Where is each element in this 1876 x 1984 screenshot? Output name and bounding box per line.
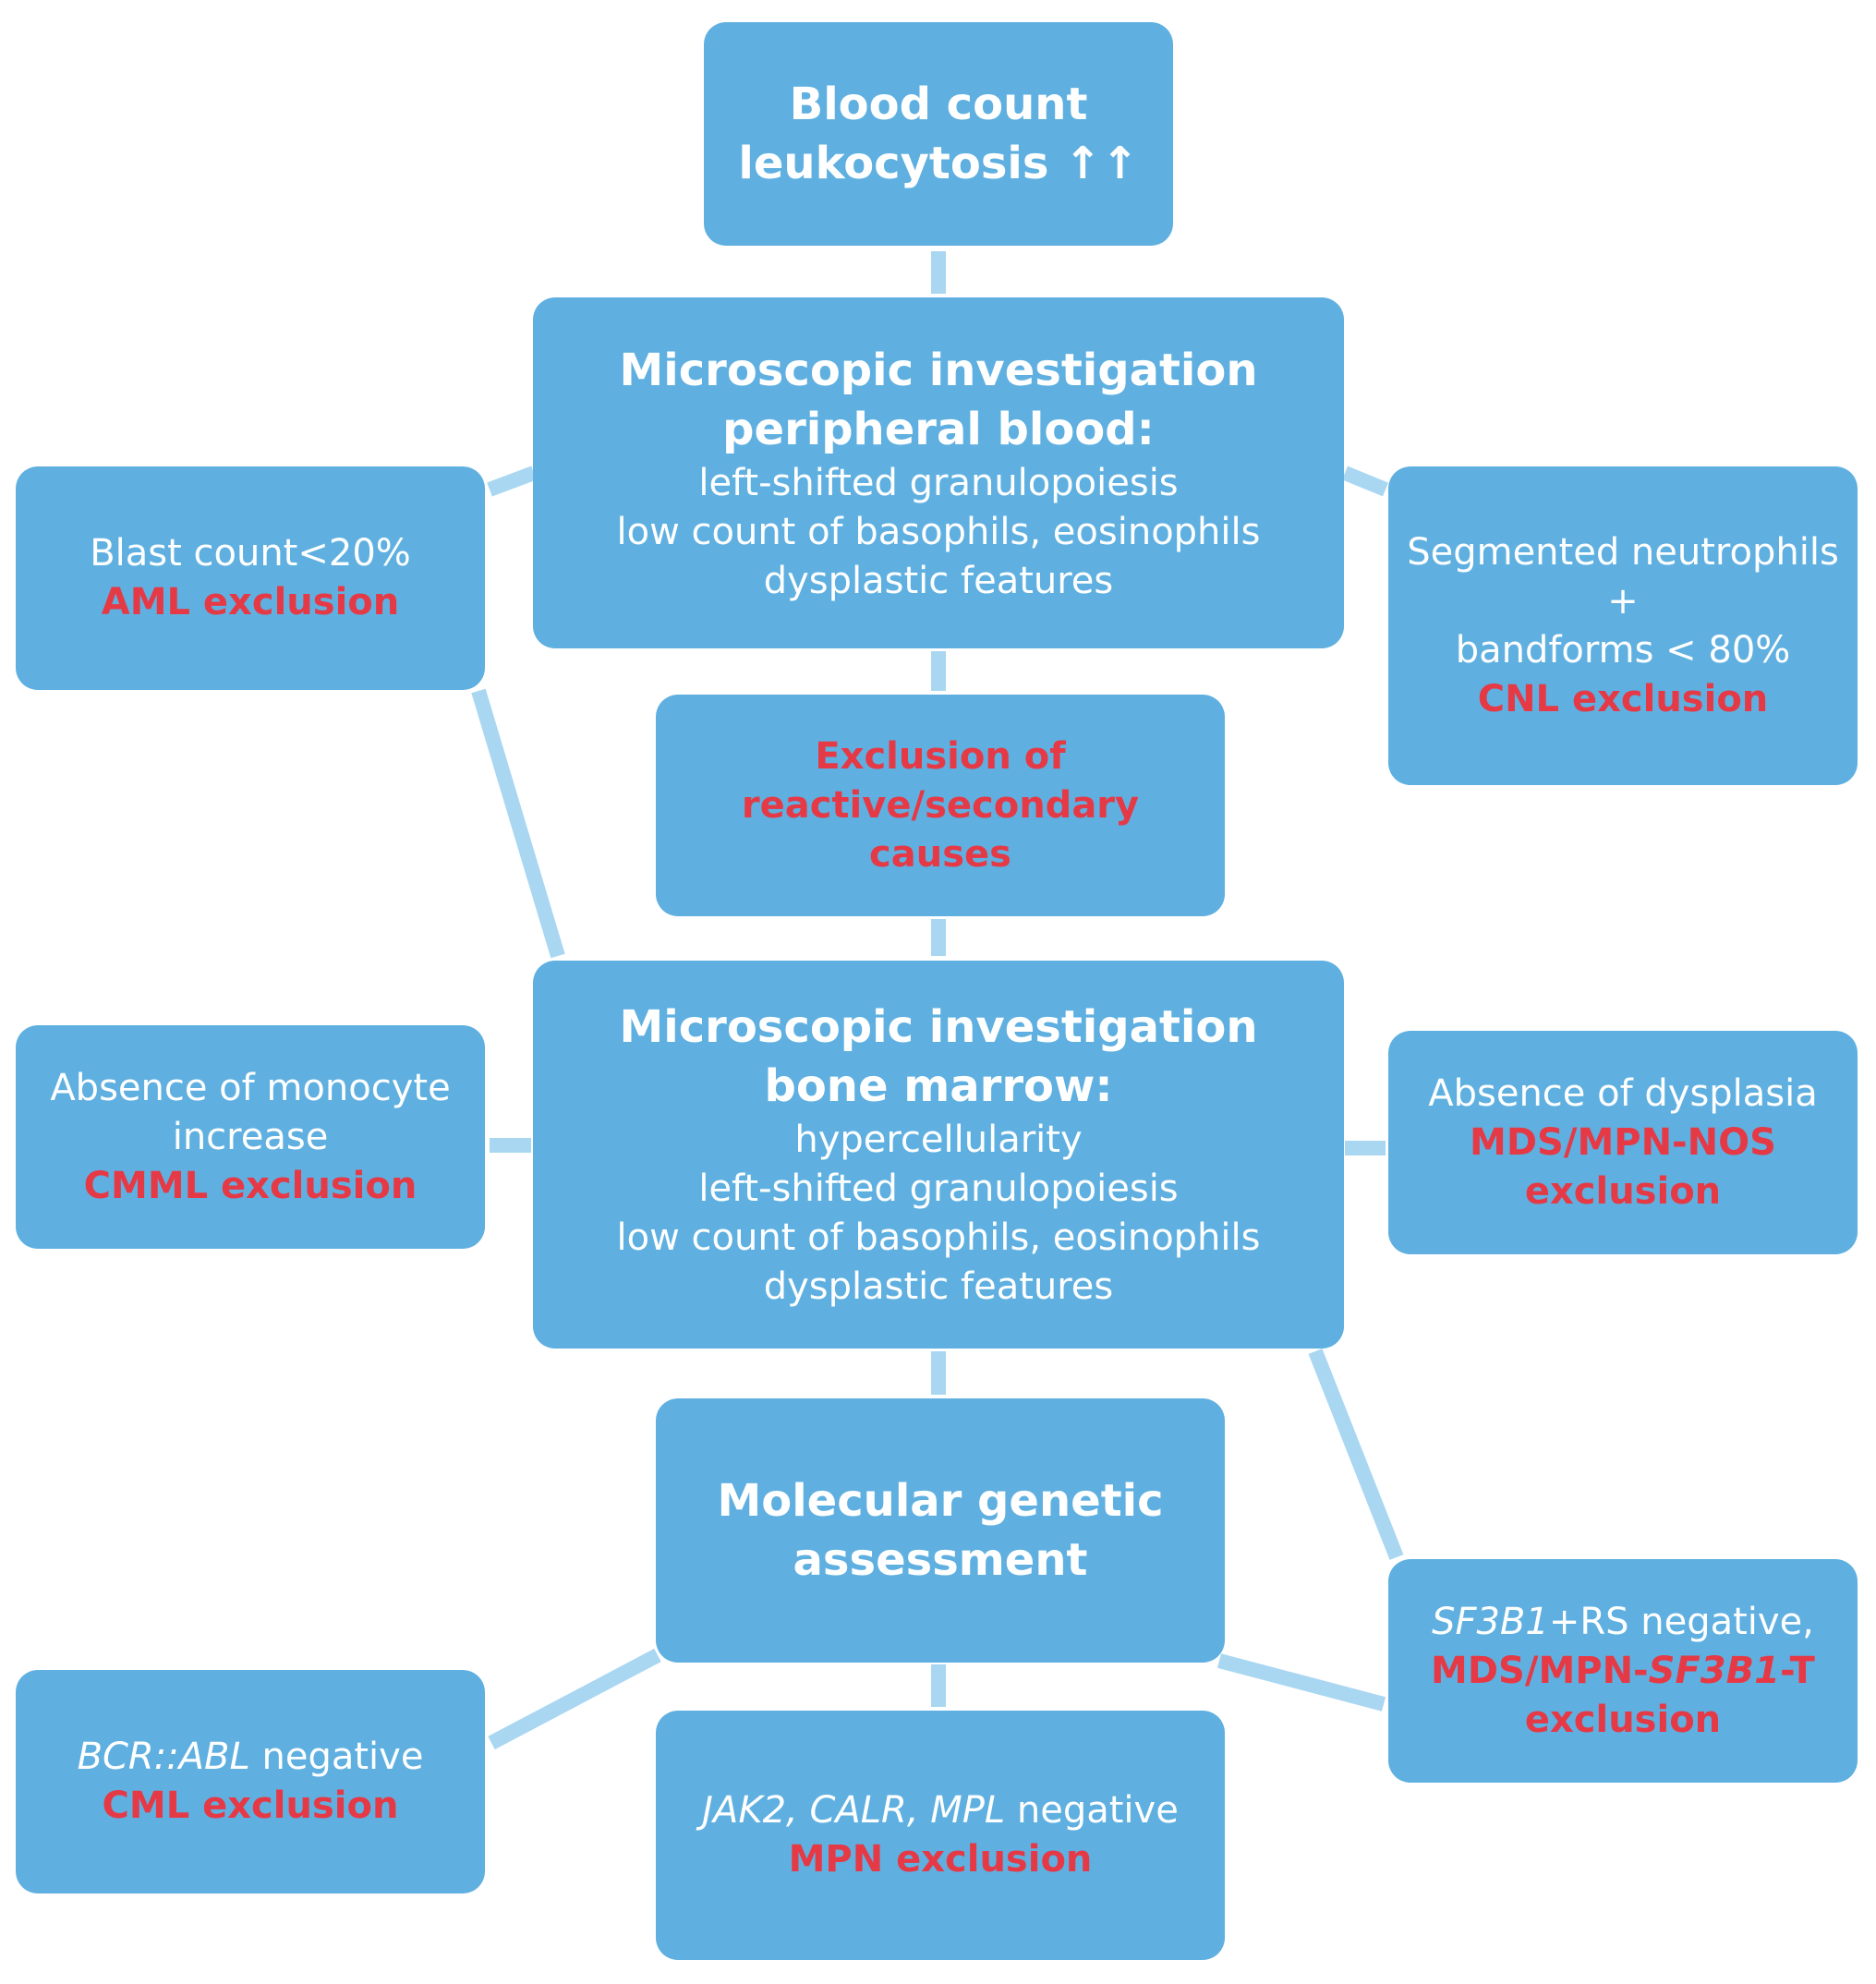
sf3b1-criterion-rest: +RS negative, [1548,1600,1814,1643]
sf3b1-exclusion-prefix: MDS/MPN- [1431,1649,1649,1692]
cml-gene: BCR::ABL [77,1736,250,1778]
bone-marrow-item: low count of basophils, eosinophils [616,1216,1261,1259]
aml-box: Blast count<20% AML exclusion [16,466,485,690]
blood-count-box: Blood count leukocytosis ↑↑ [704,22,1173,246]
bone-marrow-item: left-shifted granulopoiesis [698,1167,1179,1210]
bone-marrow-item: hypercellularity [794,1119,1083,1161]
mpn-criterion: JAK2, CALR, MPL negative [702,1786,1179,1835]
aml-criterion: Blast count<20% [90,532,411,575]
reactive-line3: causes [869,832,1011,876]
cmml-exclusion: CMML exclusion [83,1164,418,1207]
cml-criterion: BCR::ABL negative [78,1733,424,1782]
connector-molecular-to-sf3b1 [1216,1653,1386,1712]
peripheral-blood-item: left-shifted granulopoiesis [698,461,1179,504]
cnl-line2: bandforms < 80% [1455,628,1791,671]
sf3b1-gene: SF3B1 [1432,1600,1549,1643]
peripheral-blood-title2: peripheral blood: [722,403,1155,455]
connector-aml-to-bonemarrow [471,688,565,959]
blood-count-line1: Blood count [789,79,1088,130]
cml-box: BCR::ABL negative CML exclusion [16,1670,485,1893]
reactive-line1: Exclusion of [815,734,1066,778]
mpn-criterion-rest: negative [1005,1789,1179,1832]
mds-nos-exclusion1: MDS/MPN-NOS [1470,1120,1776,1164]
bone-marrow-item: dysplastic features [763,1265,1114,1308]
sf3b1-box: SF3B1+RS negative, MDS/MPN-SF3B1-T exclu… [1388,1559,1858,1783]
molecular-genetic-box: Molecular genetic assessment [656,1398,1225,1663]
cnl-exclusion: CNL exclusion [1477,677,1769,720]
cmml-line1: Absence of monocyte [50,1066,451,1109]
connector-bonemarrow-to-sf3b1 [1308,1349,1404,1560]
reactive-line2: reactive/secondary [741,783,1140,827]
cml-criterion-rest: negative [249,1736,424,1778]
connector-molecular-to-cml [488,1648,661,1750]
sf3b1-exclusion: MDS/MPN-SF3B1-T [1431,1647,1815,1696]
sf3b1-exclusion-gene: SF3B1 [1648,1649,1780,1692]
cmml-box: Absence of monocyte increase CMML exclus… [16,1025,485,1249]
molecular-line1: Molecular genetic [717,1475,1164,1527]
connector-peripheral-to-aml [487,466,537,497]
mpn-exclusion: MPN exclusion [788,1838,1093,1881]
mds-nos-box: Absence of dysplasia MDS/MPN-NOS exclusi… [1388,1031,1858,1254]
bone-marrow-box: Microscopic investigation bone marrow: h… [533,961,1344,1349]
cnl-box: Segmented neutrophils + bandforms < 80% … [1388,466,1858,785]
cmml-line2: increase [172,1115,329,1158]
mds-nos-criterion: Absence of dysplasia [1428,1071,1818,1115]
cml-exclusion: CML exclusion [102,1784,399,1827]
sf3b1-exclusion2: exclusion [1524,1698,1722,1741]
molecular-line2: assessment [793,1534,1088,1586]
blood-count-line2: leukocytosis ↑↑ [738,138,1139,189]
reactive-causes-box: Exclusion of reactive/secondary causes [656,695,1225,916]
peripheral-blood-item: dysplastic features [763,559,1114,602]
connector-peripheral-to-cnl [1341,466,1389,497]
mpn-box: JAK2, CALR, MPL negative MPN exclusion [656,1711,1225,1960]
sf3b1-criterion: SF3B1+RS negative, [1432,1598,1814,1647]
sf3b1-exclusion-suffix: -T [1779,1649,1815,1692]
peripheral-blood-title1: Microscopic investigation [619,344,1258,396]
bone-marrow-title1: Microscopic investigation [619,1001,1258,1053]
mds-nos-exclusion2: exclusion [1524,1169,1722,1213]
bone-marrow-title2: bone marrow: [764,1060,1113,1112]
cnl-line1: Segmented neutrophils + [1407,530,1839,623]
aml-exclusion: AML exclusion [101,581,400,623]
peripheral-blood-item: low count of basophils, eosinophils [616,510,1261,553]
peripheral-blood-box: Microscopic investigation peripheral blo… [533,297,1344,648]
mpn-genes: JAK2, CALR, MPL [702,1789,1006,1832]
